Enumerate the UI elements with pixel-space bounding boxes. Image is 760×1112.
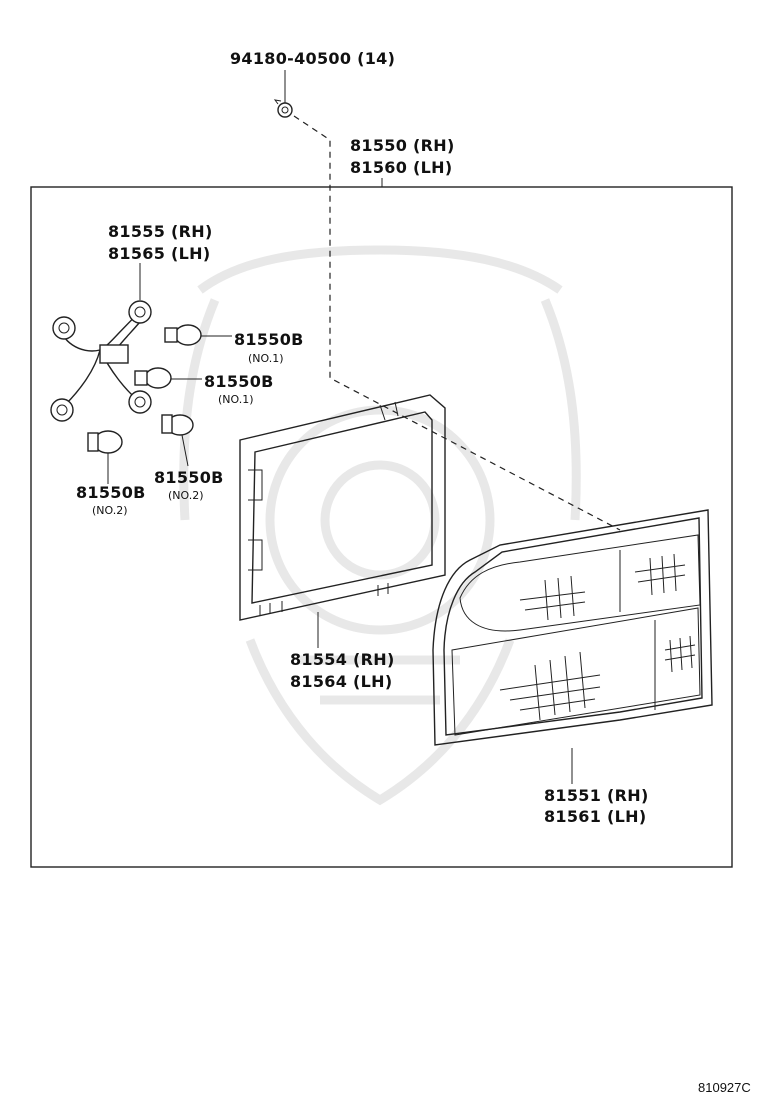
bulb-icon [87,430,123,454]
bulb2a-sub: (NO.2) [92,504,128,517]
lens-unit [432,509,713,746]
gasket-frame [239,394,446,621]
clip-part-number: 94180-40500 (14) [230,49,395,68]
assembly-rh-part-number: 81550 (RH) [350,136,455,155]
bulb2b-leader [181,434,189,467]
assembly-frame [30,186,733,868]
bulb-icon [134,367,172,389]
bulb1a-sub: (NO.1) [248,352,284,365]
lens-lh-part-number: 81561 (LH) [544,807,646,826]
watermark-emblem [179,245,581,806]
diagram-code: 810927C [698,1080,751,1095]
bulb2a-part-number: 81550B [76,483,146,502]
bulb1b-part-number: 81550B [204,372,274,391]
socket-rh-part-number: 81555 (RH) [108,222,213,241]
bulb-icon [164,324,202,346]
bulb1b-sub: (NO.1) [218,393,254,406]
assembly-lh-part-number: 81560 (LH) [350,158,452,177]
lens-grid [499,553,696,721]
bulb-icon [161,414,194,436]
clip-icon [273,99,293,118]
bulb1a-part-number: 81550B [234,330,304,349]
bulb2b-part-number: 81550B [154,468,224,487]
clip-dashed-line [293,115,621,531]
bulb2b-sub: (NO.2) [168,489,204,502]
gasket-rh-part-number: 81554 (RH) [290,650,395,669]
socket-wire-harness [50,300,152,422]
gasket-lh-part-number: 81564 (LH) [290,672,392,691]
lens-rh-part-number: 81551 (RH) [544,786,649,805]
socket-lh-part-number: 81565 (LH) [108,244,210,263]
